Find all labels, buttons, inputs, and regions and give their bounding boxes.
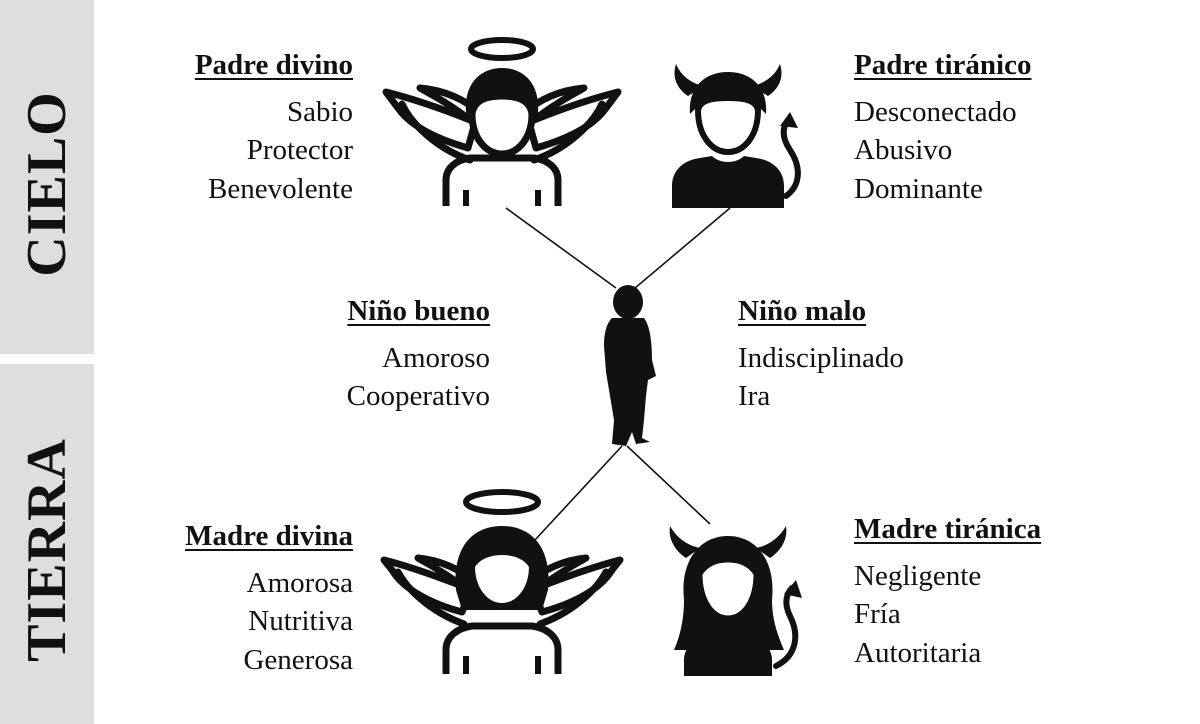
padre-tiranico-trait: Dominante [854,172,983,205]
angel-female-icon [380,489,624,674]
madre-divina-trait: Nutritiva [248,605,353,637]
padre-divino-trait: Protector [246,134,353,166]
padre-divino-trait: Sabio [286,95,353,128]
nino-bueno-title: Niño bueno [347,295,490,327]
padre-tiranico-trait: Abusivo [854,134,953,166]
connector-madre-divina [534,445,623,541]
madre-divina-title: Madre divina [185,520,353,552]
nino-bueno-trait: Amoroso [382,341,490,374]
nino-malo-title: Niño malo [738,295,867,327]
madre-divina-trait: Generosa [243,643,353,676]
connector-madre-tiranica [626,445,711,525]
nino-malo-block: Niño malo Indisciplinado Ira [738,292,904,416]
madre-tiranica-trait: Autoritaria [854,636,982,669]
band-tierra: TIERRA [0,364,94,724]
nino-bueno-trait: Cooperativo [346,380,490,412]
devil-male-icon [672,64,801,208]
madre-tiranica-trait: Fría [854,598,901,630]
madre-divina-block: Madre divina Amorosa Nutritiva Generosa [185,517,353,679]
padre-tiranico-block: Padre tiránico Desconectado Abusivo Domi… [854,46,1031,208]
madre-tiranica-block: Madre tiránica Negligente Fría Autoritar… [854,510,1041,672]
padre-divino-trait: Benevolente [208,172,353,205]
connector-lines [505,207,731,541]
madre-tiranica-title: Madre tiránica [854,513,1042,545]
connector-padre-divino [505,207,617,289]
madre-divina-trait: Amorosa [246,566,353,599]
connector-padre-tiranico [634,207,731,289]
nino-malo-trait: Ira [738,380,771,412]
angel-male-icon [382,37,622,206]
padre-tiranico-title: Padre tiránico [854,49,1032,81]
padre-divino-block: Padre divino Sabio Protector Benevolente [195,46,353,208]
devil-female-icon [669,526,802,676]
nino-malo-trait: Indisciplinado [738,341,904,374]
nino-bueno-block: Niño bueno Amoroso Cooperativo [347,292,490,416]
padre-tiranico-trait: Desconectado [854,95,1017,128]
madre-tiranica-trait: Negligente [854,559,982,592]
band-cielo: CIELO [0,0,94,354]
child-silhouette-icon [604,285,656,446]
padre-divino-title: Padre divino [194,49,353,81]
